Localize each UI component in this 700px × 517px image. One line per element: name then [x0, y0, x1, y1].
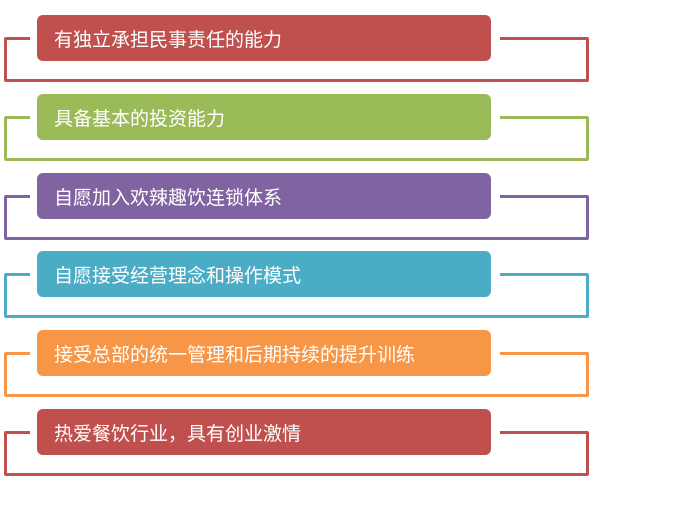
item-3-text: 自愿加入欢辣趣饮连锁体系: [54, 186, 283, 209]
item-6-bar: 热爱餐饮行业，具有创业激情: [37, 409, 491, 455]
item-1-text: 有独立承担民事责任的能力: [54, 28, 283, 51]
item-1-bar: 有独立承担民事责任的能力: [37, 15, 491, 61]
item-3-bar: 自愿加入欢辣趣饮连锁体系: [37, 173, 491, 219]
item-4-bar: 自愿接受经营理念和操作模式: [37, 251, 491, 297]
item-2-bar: 具备基本的投资能力: [37, 94, 491, 140]
item-2-text: 具备基本的投资能力: [54, 107, 226, 130]
item-4-text: 自愿接受经营理念和操作模式: [54, 264, 302, 287]
item-6-text: 热爱餐饮行业，具有创业激情: [54, 422, 302, 445]
item-5-text: 接受总部的统一管理和后期持续的提升训练: [54, 343, 416, 366]
item-5-bar: 接受总部的统一管理和后期持续的提升训练: [37, 330, 491, 376]
